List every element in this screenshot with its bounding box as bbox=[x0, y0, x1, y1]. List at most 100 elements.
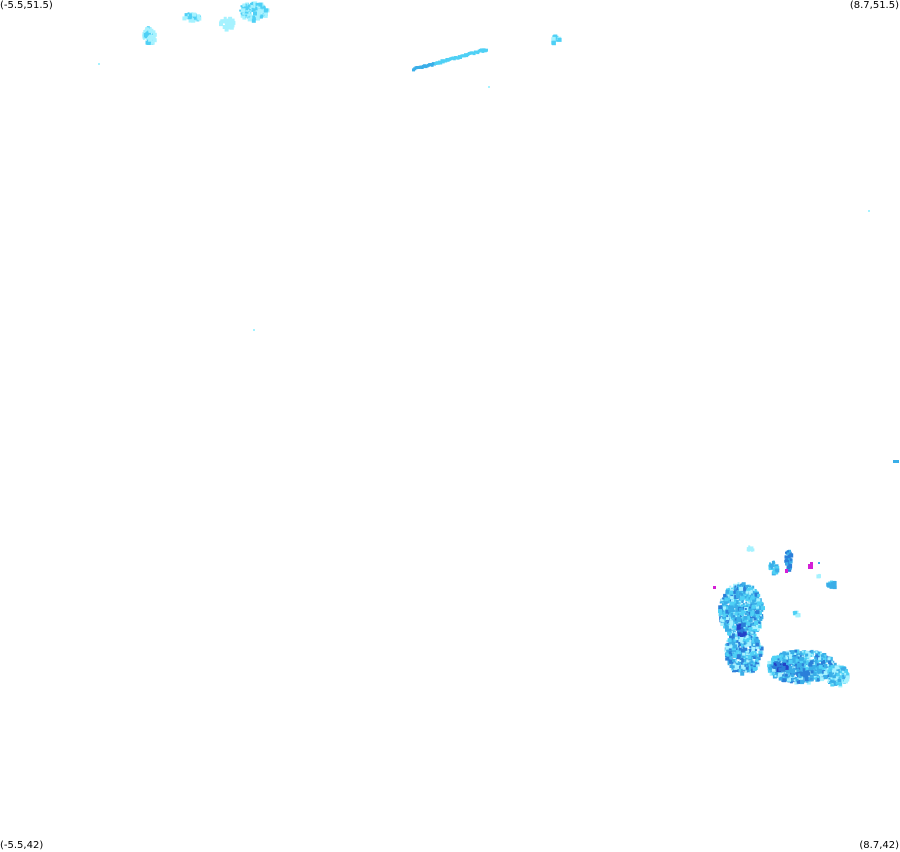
echo-cell bbox=[736, 660, 739, 663]
echo-cell bbox=[739, 636, 744, 641]
echo-cell bbox=[750, 634, 754, 638]
echo-cell bbox=[748, 606, 751, 609]
echo-cell bbox=[751, 625, 756, 630]
echo-cell bbox=[750, 606, 753, 609]
echo-cell bbox=[739, 590, 743, 594]
echo-cell bbox=[777, 675, 780, 678]
echo-cell bbox=[728, 624, 733, 629]
echo-cell bbox=[726, 644, 731, 649]
echo-cell bbox=[820, 677, 825, 682]
echo-cell bbox=[828, 681, 831, 684]
echo-cell bbox=[787, 677, 791, 682]
echo-cell bbox=[151, 35, 156, 40]
echo-cell bbox=[244, 6, 249, 11]
echo-cell bbox=[256, 11, 261, 16]
echo-cell bbox=[774, 674, 777, 677]
echo-cell bbox=[255, 8, 260, 13]
echo-cell bbox=[725, 606, 730, 611]
echo-cell bbox=[751, 607, 755, 612]
echo-cell bbox=[745, 635, 749, 638]
echo-cell bbox=[249, 5, 253, 9]
echo-cell bbox=[786, 669, 791, 674]
echo-cell bbox=[725, 609, 730, 614]
echo-cell bbox=[747, 622, 751, 626]
echo-core bbox=[736, 625, 740, 628]
echo-cell bbox=[832, 581, 837, 585]
echo-cell bbox=[245, 14, 248, 17]
echo-cell bbox=[748, 649, 753, 654]
echo-cell bbox=[732, 636, 735, 639]
echo-cell bbox=[195, 15, 199, 19]
echo-core bbox=[802, 670, 805, 673]
echo-cell bbox=[726, 621, 729, 624]
echo-cell bbox=[740, 648, 745, 653]
echo-cell bbox=[756, 598, 761, 603]
echo-cell bbox=[255, 2, 259, 6]
echo-cell bbox=[790, 650, 795, 655]
echo-cell bbox=[740, 583, 743, 586]
echo-cell bbox=[735, 603, 739, 607]
echo-cell bbox=[828, 659, 832, 663]
echo-cell bbox=[751, 593, 753, 596]
echo-cell bbox=[797, 663, 802, 667]
echo-cell bbox=[786, 652, 789, 656]
echo-cell bbox=[247, 4, 251, 8]
echo-cell bbox=[834, 665, 839, 670]
echo-cell bbox=[724, 649, 727, 652]
echo-cell bbox=[456, 56, 460, 60]
echo-cell bbox=[725, 589, 730, 594]
echo-cell bbox=[729, 605, 734, 610]
echo-cell bbox=[734, 658, 737, 661]
echo-cell bbox=[756, 605, 760, 609]
echo-cell bbox=[145, 37, 148, 40]
echo-cell bbox=[829, 662, 833, 666]
echo-cell bbox=[802, 676, 806, 680]
echo-cell bbox=[827, 657, 831, 661]
echo-cell bbox=[759, 653, 763, 657]
echo-cell bbox=[556, 39, 559, 42]
echo-cell bbox=[788, 665, 793, 670]
echo-cell bbox=[147, 36, 151, 40]
echo-cell bbox=[757, 593, 761, 597]
echo-cell bbox=[827, 669, 830, 672]
echo-cell bbox=[718, 609, 722, 614]
echo-cell bbox=[145, 40, 150, 45]
echo-cell bbox=[240, 8, 245, 13]
echo-cell bbox=[739, 593, 742, 596]
echo-cell bbox=[731, 617, 734, 620]
echo-cell bbox=[823, 663, 828, 668]
echo-cell bbox=[796, 610, 799, 613]
echo-cell bbox=[747, 616, 750, 620]
echo-cell bbox=[740, 596, 745, 601]
echo-cell bbox=[741, 591, 744, 594]
echo-core bbox=[784, 665, 789, 670]
echo-cell bbox=[739, 605, 742, 608]
echo-cell bbox=[801, 655, 804, 658]
echo-cell bbox=[767, 660, 772, 665]
echo-cell bbox=[742, 619, 745, 622]
echo-cell bbox=[799, 678, 802, 681]
echo-cell bbox=[780, 654, 784, 658]
echo-cell bbox=[802, 658, 804, 661]
echo-core bbox=[779, 665, 782, 667]
echo-cell bbox=[732, 610, 735, 612]
echo-cell bbox=[797, 656, 800, 659]
echo-core bbox=[778, 661, 781, 664]
echo-cell bbox=[255, 6, 260, 11]
echo-cell bbox=[786, 650, 790, 654]
echo-cell bbox=[804, 677, 809, 681]
echo-cell bbox=[728, 656, 731, 659]
echo-core bbox=[782, 663, 786, 666]
echo-cell bbox=[802, 650, 807, 655]
echo-cell bbox=[745, 648, 747, 651]
echo-cell bbox=[249, 14, 253, 18]
echo-cell bbox=[481, 49, 485, 53]
echo-cell bbox=[771, 665, 775, 669]
echo-cell bbox=[557, 37, 562, 42]
echo-cell bbox=[733, 616, 736, 619]
echo-cell bbox=[788, 564, 793, 568]
echo-cell bbox=[740, 644, 744, 648]
echo-cell bbox=[753, 654, 756, 657]
echo-cell bbox=[731, 625, 735, 629]
echo-cell bbox=[733, 586, 737, 590]
